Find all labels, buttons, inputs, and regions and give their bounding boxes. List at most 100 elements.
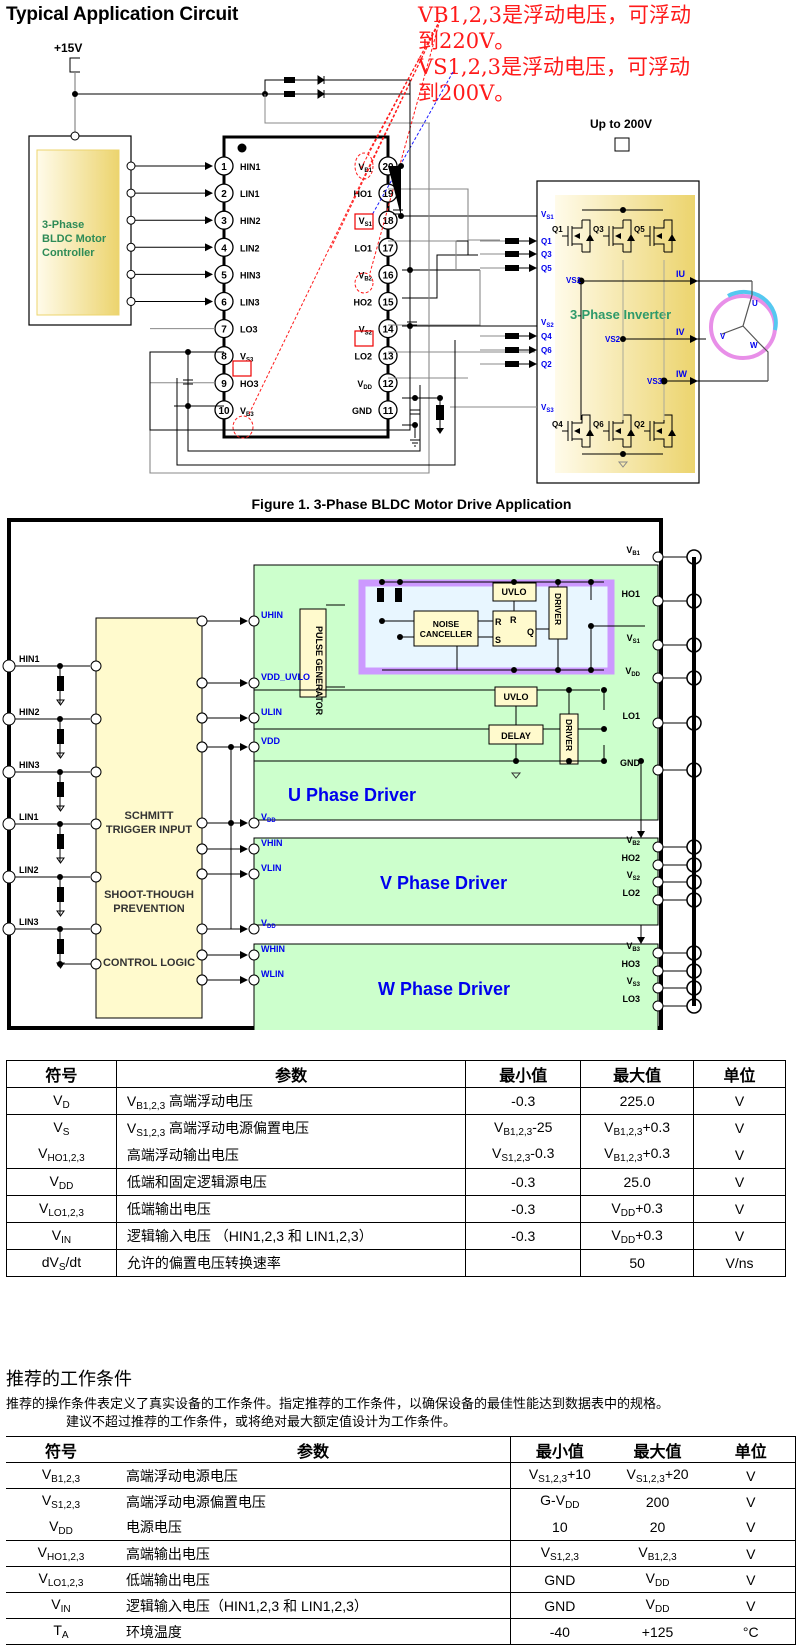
svg-text:VS3: VS3 — [647, 377, 663, 386]
ic-pin-2: 2 LIN1 — [126, 183, 260, 203]
supply-terminal-icon — [69, 57, 80, 73]
min-cell: VS1,2,3 — [510, 1540, 609, 1567]
unit-cell: °C — [706, 1618, 796, 1645]
column-header: 符号 — [6, 1060, 117, 1088]
unit-cell: V — [706, 1462, 796, 1489]
driver-ic-body — [222, 135, 390, 439]
pin-label: WLIN — [261, 969, 284, 979]
pin-label: VDD — [357, 379, 372, 391]
unit-cell: V — [693, 1141, 786, 1169]
section-title: 推荐的工作条件 — [6, 1369, 132, 1389]
svg-text:Q5: Q5 — [634, 225, 645, 234]
mosfet-icon: Q3 — [593, 219, 635, 253]
max-cell: VS1,2,3+20 — [626, 1466, 689, 1485]
unit-cell: V — [706, 1566, 796, 1593]
pin-label: VS3 — [240, 352, 254, 364]
svg-text:Q2: Q2 — [634, 420, 645, 429]
controller-fill — [36, 149, 120, 316]
pin-label: HIN1 — [19, 654, 40, 664]
annotation-callout-blue — [371, 71, 454, 216]
max-cell: 50 — [580, 1249, 695, 1277]
svg-text:Q6: Q6 — [593, 420, 604, 429]
annotation-line: VS1,2,3是浮动电压，可浮动 — [418, 55, 690, 79]
mosfet-icon: Q1 — [552, 219, 594, 253]
unit-cell: V — [706, 1488, 796, 1515]
pin-number: 5 — [221, 270, 227, 281]
symbol-cell: VIN — [6, 1222, 117, 1250]
current-label: IV — [676, 327, 685, 337]
pin-label: LIN1 — [240, 189, 260, 199]
pin-number: 18 — [382, 216, 394, 227]
parameter-cell: 高端浮动电源偏置电压 — [125, 1493, 266, 1510]
pin-label: VS1 — [359, 216, 373, 228]
symbol-cell: VDD — [6, 1168, 117, 1196]
svg-text:UVLO: UVLO — [501, 587, 526, 597]
max-cell: VDD — [645, 1596, 670, 1615]
unit-cell: V — [693, 1114, 786, 1142]
input-pin-lin1: LIN1 — [2, 812, 102, 864]
ic-pin-6: 6 LIN3 — [126, 291, 260, 312]
unit-cell: V — [693, 1087, 786, 1115]
pin-number: 6 — [221, 298, 227, 309]
max-cell: 200 — [645, 1493, 670, 1510]
min-cell: -0.3 — [465, 1087, 582, 1115]
input-pin-lin3: LIN3 — [2, 917, 102, 969]
unit-cell: V — [693, 1222, 786, 1250]
svg-text:SCHMITT: SCHMITT — [125, 810, 174, 822]
pin-label: UHIN — [261, 610, 283, 620]
w-input-vdd: VDD — [196, 918, 276, 935]
pin-label: LIN3 — [19, 917, 39, 927]
pin-number: 10 — [218, 406, 230, 417]
pin-label: HO2 — [353, 298, 372, 308]
u-phase-title: U Phase Driver — [288, 785, 416, 805]
parameter-cell: 高端浮动输出电压 — [116, 1141, 467, 1169]
column-header: 参数 — [297, 1443, 330, 1461]
svg-text:Q3: Q3 — [593, 225, 604, 234]
pin-label: LIN2 — [19, 865, 39, 875]
ic-pin-17: 17 LO1 — [354, 237, 398, 257]
pin-label: HO3 — [621, 959, 640, 969]
symbol-cell: VDD — [49, 1517, 73, 1537]
pin-label: LIN1 — [19, 812, 39, 822]
control-logic-block — [95, 617, 203, 1019]
pin-number: 4 — [221, 243, 227, 254]
min-cell: -40 — [510, 1618, 609, 1645]
v-input-vdd: VDD — [196, 812, 276, 829]
min-cell: -0.3 — [465, 1168, 582, 1196]
svg-text:VS1: VS1 — [566, 276, 582, 285]
max-cell: VB1,2,3 — [638, 1544, 677, 1563]
parameter-cell: VS1,2,3 高端浮动电源偏置电压 — [116, 1114, 467, 1142]
unit-cell: V/ns — [693, 1249, 786, 1277]
svg-text:R: R — [495, 617, 502, 627]
pin-number: 17 — [382, 243, 394, 254]
mosfet-icon: Q2 — [634, 414, 676, 448]
high-voltage-label: Up to 200V — [590, 117, 652, 131]
pin-number: 9 — [221, 379, 227, 390]
svg-text:Q4: Q4 — [552, 420, 563, 429]
v-phase-title: V Phase Driver — [380, 873, 507, 893]
current-label: IU — [676, 269, 685, 279]
symbol-cell: VHO1,2,3 — [6, 1141, 117, 1169]
pin-number: 2 — [221, 189, 227, 200]
u-output-vb1: VB1 — [626, 545, 702, 565]
svg-text:VS2: VS2 — [605, 335, 621, 344]
diode-icon — [317, 89, 325, 99]
pin-label: LO1 — [354, 243, 372, 253]
mosfet-icon: Q6 — [593, 414, 635, 448]
pin-label: LO2 — [622, 888, 640, 898]
symbol-cell: dVS/dt — [6, 1249, 117, 1277]
pin-label: VHIN — [261, 838, 283, 848]
unit-cell: V — [693, 1195, 786, 1223]
pin-label: LIN3 — [240, 298, 260, 308]
annotation-callouts — [232, 19, 441, 439]
column-header: 参数 — [116, 1060, 467, 1088]
pulse-generator-block — [299, 608, 327, 698]
max-cell: VDD — [645, 1570, 670, 1589]
